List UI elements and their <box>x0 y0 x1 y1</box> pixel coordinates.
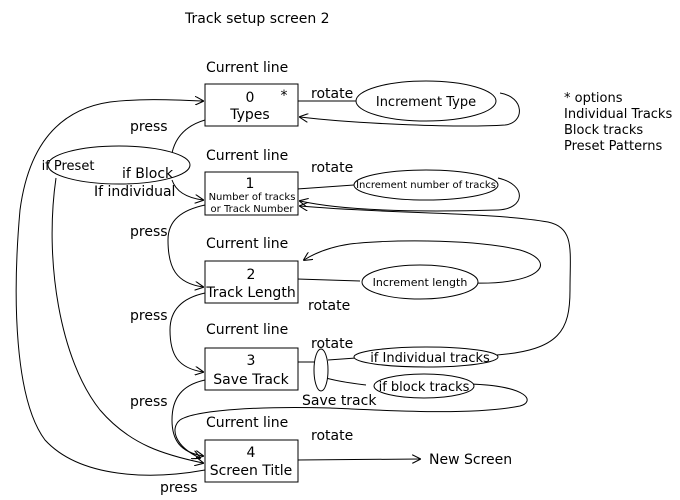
box-label: Screen Title <box>210 463 293 479</box>
save-track-label: Save track <box>302 393 377 409</box>
press-wire-1-2 <box>167 204 206 287</box>
loop-block-to-box4 <box>174 383 528 458</box>
press-label: press <box>130 224 168 240</box>
loop-individual-to-box1 <box>300 206 571 356</box>
box-number: 0 <box>246 90 255 106</box>
press-wire-2-3 <box>169 292 206 372</box>
ellipse-if-block-tracks: if block tracks <box>373 373 475 399</box>
rotate-wire-0-back <box>300 92 520 127</box>
ellipse-label: Increment length <box>373 276 468 289</box>
wire-to-if-block <box>325 377 367 386</box>
press-label: press <box>130 119 168 135</box>
box-label: or Track Number <box>211 204 295 215</box>
rotate-wire-1-back <box>300 177 520 212</box>
current-line-label: Current line <box>206 415 288 431</box>
process-box-track-length: 2 Track Length <box>204 260 299 304</box>
press-label: press <box>130 308 168 324</box>
rotate-label: rotate <box>311 428 353 444</box>
ellipse-label: Increment Type <box>376 95 476 110</box>
rotate-wire-2-out <box>296 278 361 282</box>
ellipse-label: if block tracks <box>379 380 470 395</box>
process-box-screen-title: 4 Screen Title <box>204 439 299 483</box>
rotate-wire-1-out <box>296 184 355 190</box>
save-track-decision <box>313 348 329 392</box>
wire-preset-to-box4 <box>51 177 203 463</box>
options-heading: * options <box>564 91 623 106</box>
option-item: Preset Patterns <box>564 139 662 154</box>
option-item: Block tracks <box>564 123 643 138</box>
press-wire-3-4 <box>171 379 206 456</box>
wire-preset-to-box1 <box>171 179 203 200</box>
box-label: Types <box>229 107 269 123</box>
ellipse-label: if Individual tracks <box>370 351 490 366</box>
rotate-wire-4-out <box>296 459 420 460</box>
rotate-wire-2-back <box>304 240 541 284</box>
press-wire-4-0 <box>15 100 206 476</box>
process-box-types: 0 Types * <box>204 83 299 127</box>
box-star: * <box>281 88 288 104</box>
ellipse-label: Increment number of tracks <box>356 180 496 191</box>
rotate-label: rotate <box>311 86 353 102</box>
box-number: 1 <box>246 176 255 192</box>
rotate-label: rotate <box>311 336 353 352</box>
if-block-label: if Block <box>122 166 174 182</box>
rotate-label: rotate <box>308 298 350 314</box>
wire-to-if-individual <box>327 357 357 361</box>
box-number: 4 <box>247 445 256 461</box>
ellipse-increment-number: Increment number of tracks <box>353 169 499 201</box>
press-label: press <box>160 480 198 496</box>
option-item: Individual Tracks <box>564 107 672 122</box>
options-note: * options Individual Tracks Block tracks… <box>564 91 672 154</box>
box-label: Number of tracks <box>209 192 296 203</box>
box-number: 3 <box>247 353 256 369</box>
process-box-save-track: 3 Save Track <box>204 347 299 391</box>
rotate-label: rotate <box>311 160 353 176</box>
ellipse-if-individual-tracks: if Individual tracks <box>353 346 499 368</box>
wire-box0-to-preset <box>171 119 206 154</box>
box-label: Track Length <box>205 285 295 301</box>
ellipse-if-preset: if Preset <box>42 145 191 185</box>
box-number: 2 <box>247 267 256 283</box>
ellipse-increment-length: Increment length <box>361 264 479 300</box>
process-box-number-of-tracks: 1 Number of tracks or Track Number <box>204 171 299 216</box>
ellipse-increment-type: Increment Type <box>355 80 497 122</box>
ellipse-label: if Preset <box>42 159 95 174</box>
current-line-label: Current line <box>206 322 288 338</box>
if-individual-label: If individual <box>94 184 175 200</box>
new-screen-label: New Screen <box>429 452 512 468</box>
current-line-label: Current line <box>206 236 288 252</box>
current-line-label: Current line <box>206 60 288 76</box>
box-label: Save Track <box>213 372 289 388</box>
press-label: press <box>130 394 168 410</box>
diagram-title: Track setup screen 2 <box>184 11 330 27</box>
current-line-label: Current line <box>206 148 288 164</box>
